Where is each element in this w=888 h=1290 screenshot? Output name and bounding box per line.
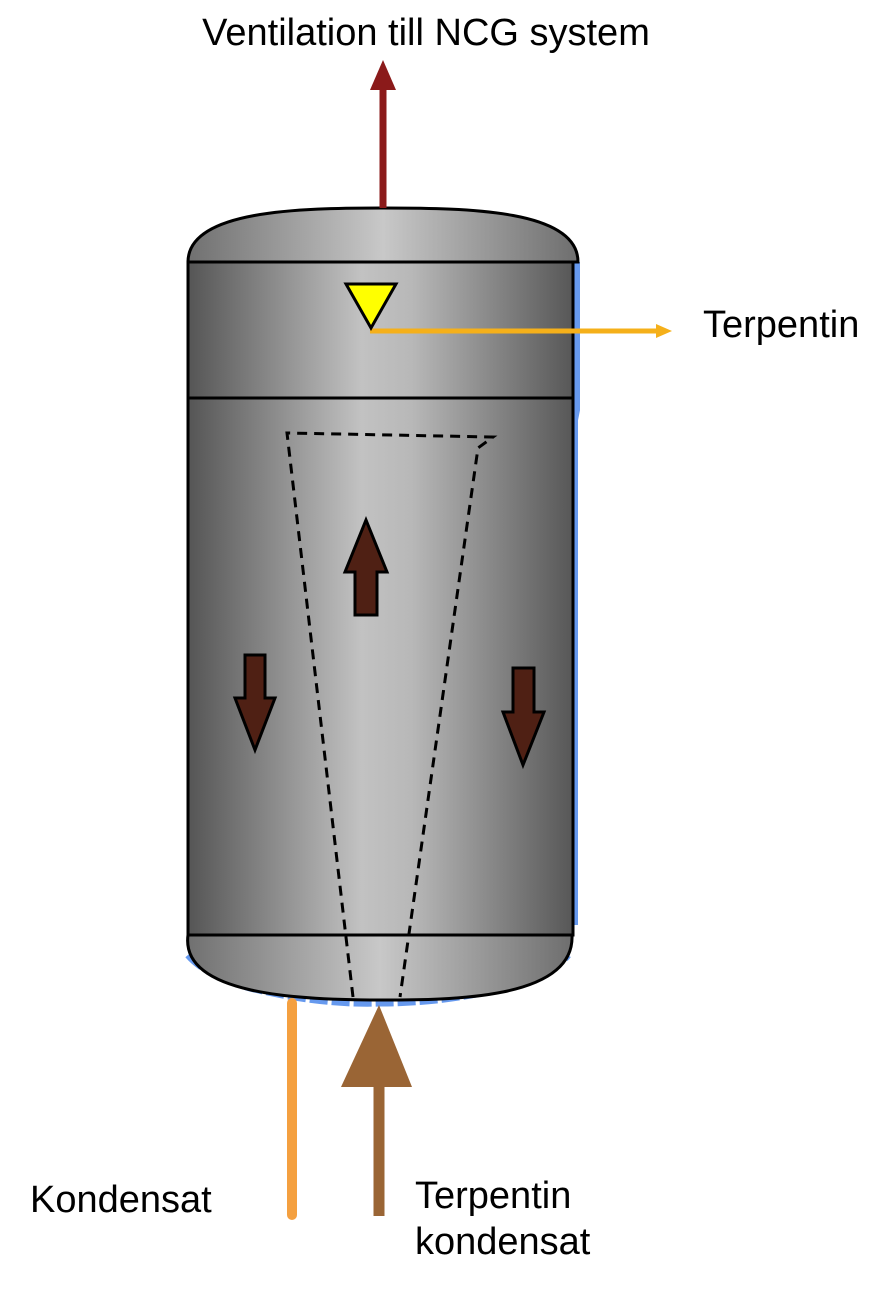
kondensat-label: Kondensat — [30, 1179, 212, 1221]
terpentin-kondensat-label-line2: kondensat — [415, 1221, 591, 1263]
terpentin-kondensat-label: Terpentin kondensat — [415, 1173, 590, 1265]
terpentin-kondensat-label-line1: Terpentin — [415, 1175, 572, 1217]
insulation-right — [572, 262, 580, 925]
bottom-head — [186, 933, 574, 1002]
inner-funnel — [285, 431, 498, 998]
upward-flow-arrow — [342, 515, 390, 617]
level-indicator-icon — [343, 282, 399, 332]
top-head — [186, 206, 580, 264]
ventilation-label: Ventilation till NCG system — [202, 12, 650, 54]
ventilation-arrowhead — [370, 60, 396, 90]
terpentin-outlet-arrowhead — [656, 324, 672, 338]
downward-flow-arrow-right — [500, 666, 547, 770]
terpentin-outlet-label: Terpentin — [703, 304, 860, 346]
terpentin-kondensat-arrowhead — [341, 1005, 412, 1087]
downward-flow-arrow-left — [232, 653, 278, 755]
